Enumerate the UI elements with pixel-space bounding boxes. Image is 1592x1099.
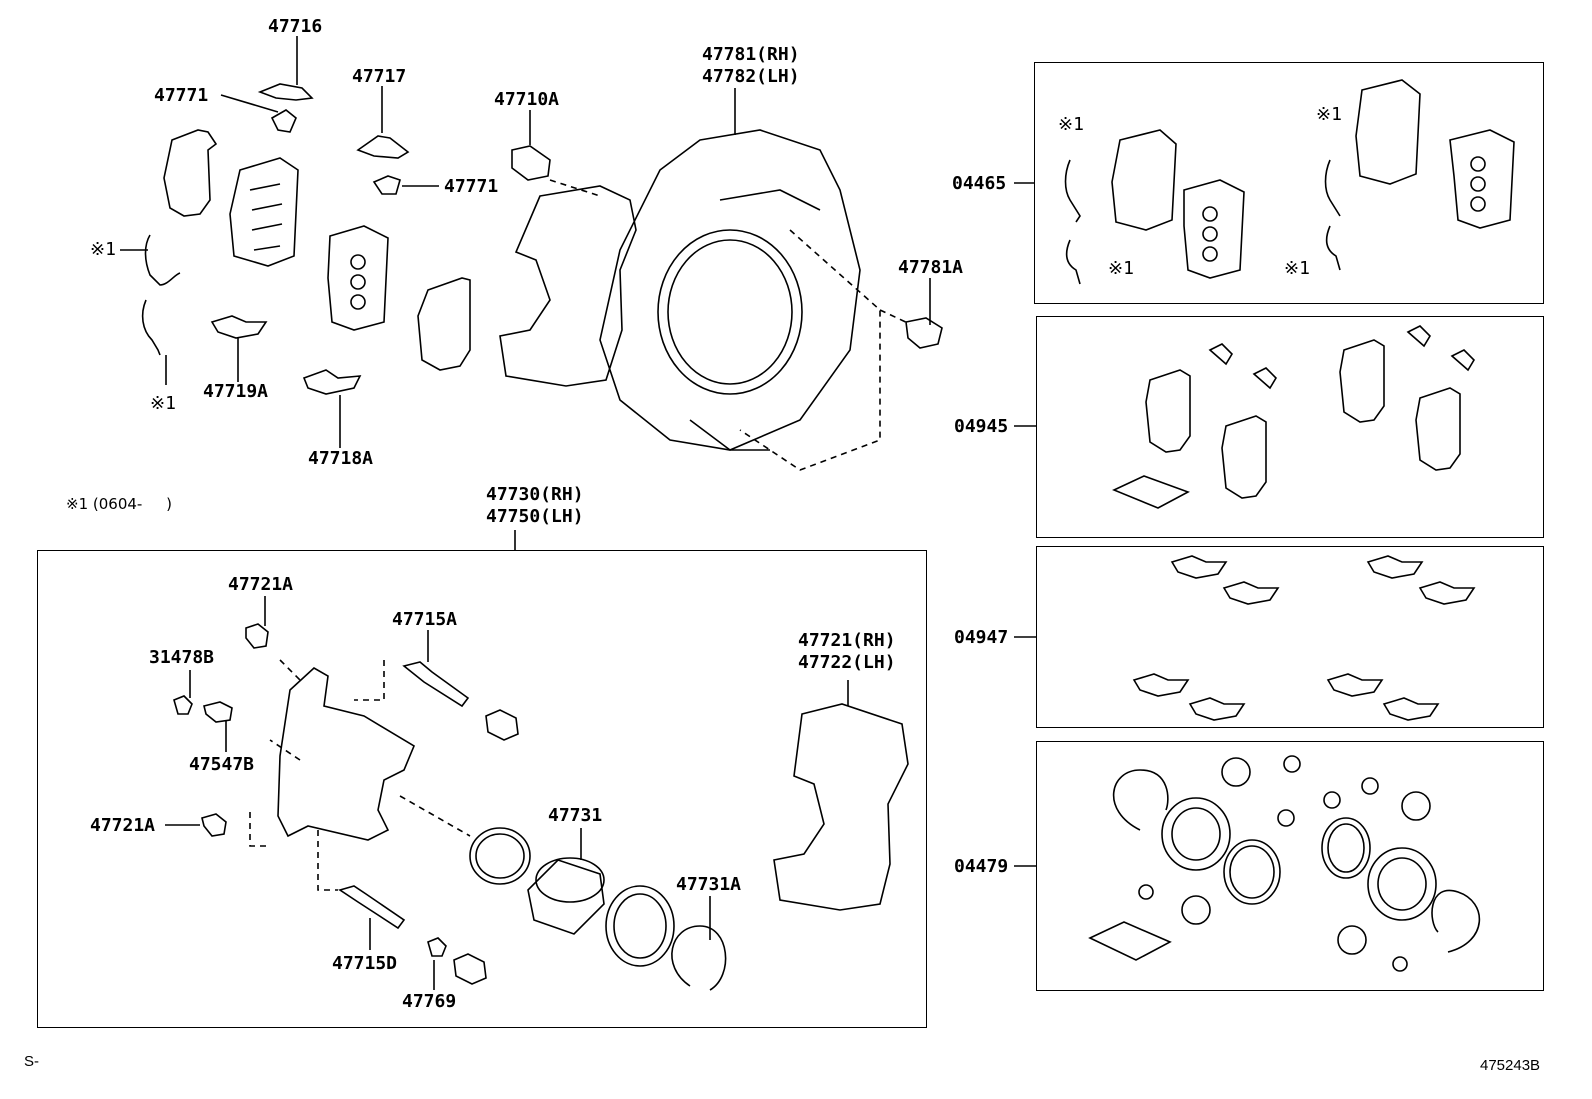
part-label-47721A[interactable]: 47721A xyxy=(228,574,294,595)
part-label-47710A[interactable]: 47710A xyxy=(494,89,560,110)
label-line-rh: 47721(RH) xyxy=(798,630,896,651)
part-label-47719A[interactable]: 47719A xyxy=(203,381,269,402)
part-label-47781-rh[interactable]: 47781(RH) 47782(LH) xyxy=(702,46,800,86)
label-line-rh: 47781(RH) xyxy=(702,44,800,65)
part-label-31478B[interactable]: 31478B xyxy=(149,647,215,668)
part-label-47718A[interactable]: 47718A xyxy=(308,448,374,469)
kit-label-04479[interactable]: 04479 xyxy=(954,856,1009,877)
note-marker: ※1 xyxy=(150,393,176,414)
kit-label-04465[interactable]: 04465 xyxy=(952,173,1007,194)
kit-box-04947 xyxy=(1036,546,1544,728)
part-label-47717[interactable]: 47717 xyxy=(352,66,407,87)
caliper-assembly-box xyxy=(37,550,927,1028)
part-label-47715D[interactable]: 47715D xyxy=(332,953,398,974)
part-label-47769[interactable]: 47769 xyxy=(402,991,457,1012)
label-line-lh: 47782(LH) xyxy=(702,66,800,87)
part-label-47716[interactable]: 47716 xyxy=(268,16,323,37)
note-marker: ※1 xyxy=(1058,114,1084,135)
part-label-47731A[interactable]: 47731A xyxy=(676,874,742,895)
kit-box-04945 xyxy=(1036,316,1544,538)
label-line-lh: 47722(LH) xyxy=(798,652,896,673)
note-marker: ※1 xyxy=(1316,104,1342,125)
part-label-47771[interactable]: 47771 xyxy=(154,85,209,106)
note-marker: ※1 xyxy=(1108,258,1134,279)
part-label-47771[interactable]: 47771 xyxy=(444,176,499,197)
footer-left-code: S- xyxy=(24,1053,39,1070)
part-label-47721-rh[interactable]: 47721(RH) 47722(LH) xyxy=(798,632,896,672)
part-label-47781A[interactable]: 47781A xyxy=(898,257,964,278)
label-line-lh: 47750(LH) xyxy=(486,506,584,527)
part-label-47731[interactable]: 47731 xyxy=(548,805,603,826)
footer-diagram-code: 475243B xyxy=(1480,1057,1541,1074)
part-label-47721A[interactable]: 47721A xyxy=(90,815,156,836)
kit-box-04465 xyxy=(1034,62,1544,304)
kit-label-04947[interactable]: 04947 xyxy=(954,627,1009,648)
part-label-47715A[interactable]: 47715A xyxy=(392,609,458,630)
label-line-rh: 47730(RH) xyxy=(486,484,584,505)
kit-label-04945[interactable]: 04945 xyxy=(954,416,1009,437)
note-marker: ※1 xyxy=(90,239,116,260)
kit-box-04479 xyxy=(1036,741,1544,991)
note-legend: ※1 (0604- ) xyxy=(66,495,173,513)
note-marker: ※1 xyxy=(1284,258,1310,279)
part-label-47730-rh[interactable]: 47730(RH) 47750(LH) xyxy=(486,486,584,526)
shim-47771 xyxy=(257,83,314,133)
part-label-47547B[interactable]: 47547B xyxy=(189,754,255,775)
